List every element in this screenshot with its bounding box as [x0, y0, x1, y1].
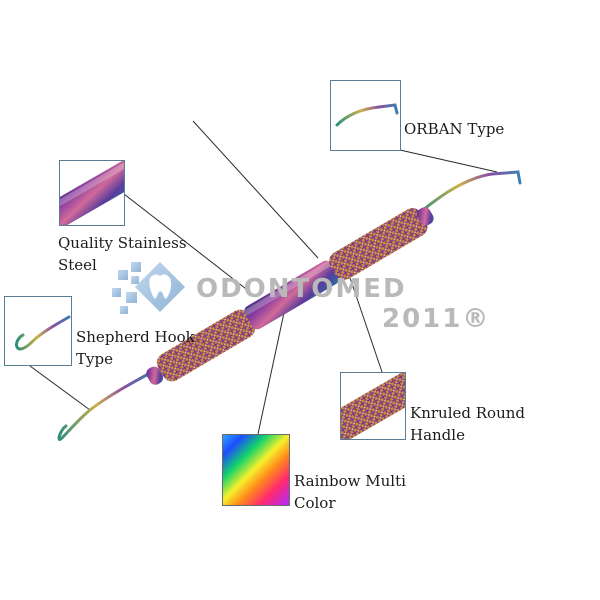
leader-line-top [192, 120, 319, 259]
orban-tip [416, 170, 522, 216]
leader-line-steel [123, 193, 251, 293]
shepherd-hook-tip [57, 370, 154, 441]
watermark-brand: ODONTOMED [196, 274, 407, 304]
leader-line-shepherd [29, 365, 91, 411]
rainbow-swatch [222, 434, 290, 506]
instrument-handle [146, 207, 434, 385]
orban-inset [330, 80, 401, 151]
watermark-year: 2011® [382, 304, 491, 334]
watermark-logo [112, 262, 185, 314]
orban-label: ORBAN Type [404, 120, 505, 138]
rainbow-label: Rainbow Multi Color [294, 472, 406, 512]
leader-lines [29, 120, 498, 435]
leader-line-rainbow [257, 307, 286, 435]
leader-line-orban [399, 149, 498, 173]
shepherd-inset [4, 296, 72, 366]
handle-inset [340, 372, 406, 440]
shepherd-label: Shepherd Hook Type [76, 328, 195, 368]
steel-label: Quality Stainless Steel [58, 234, 187, 274]
steel-inset [59, 160, 125, 226]
handle-label: Knruled Round Handle [410, 404, 525, 444]
leader-line-handle [344, 262, 383, 373]
